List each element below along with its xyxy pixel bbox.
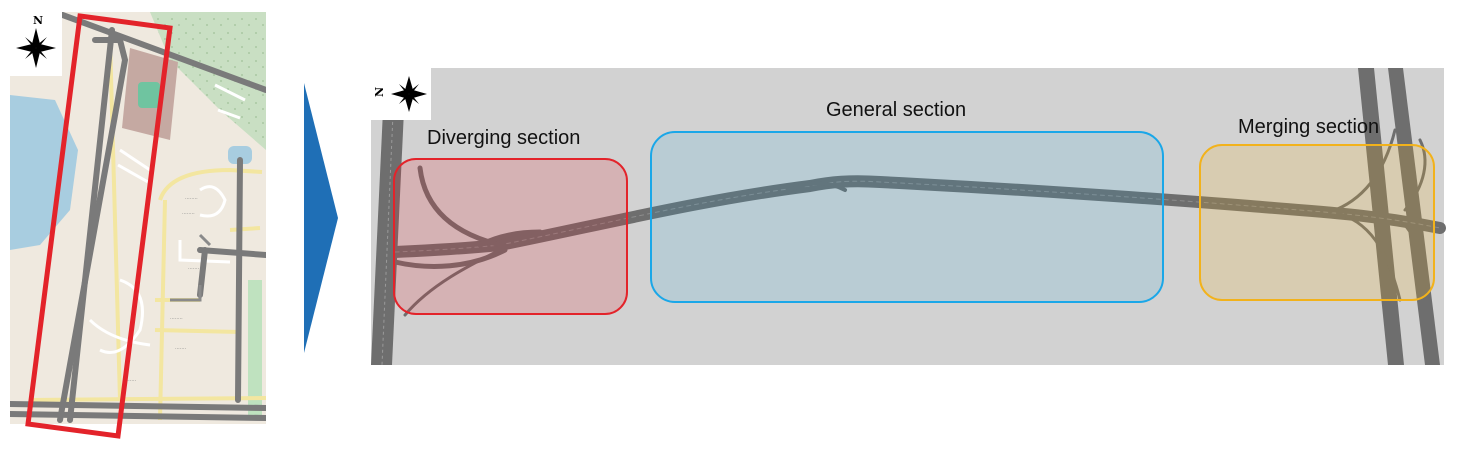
simulation-compass-letter: N	[373, 87, 386, 97]
lake	[10, 95, 78, 250]
svg-text:·······: ·······	[125, 378, 137, 384]
simulation-view: N	[371, 67, 1446, 366]
simulation-compass: N	[371, 68, 431, 120]
svg-text:·······: ·······	[188, 266, 200, 272]
map-compass: N	[10, 12, 62, 76]
diverging-section-label: Diverging section	[427, 127, 581, 149]
freeway	[389, 128, 1446, 317]
merging-section-box	[1199, 144, 1435, 301]
chevron-right-icon	[304, 83, 338, 353]
map-compass-letter: N	[33, 14, 43, 27]
merging-section-label: Merging section	[1238, 116, 1380, 138]
general-section-box	[650, 131, 1164, 303]
general-section-label: General section	[826, 99, 967, 121]
diverging-section-box	[393, 158, 628, 315]
compass-rose-icon	[16, 28, 56, 68]
svg-text:········: ········	[170, 316, 183, 322]
svg-text:·······: ·······	[175, 346, 187, 352]
svg-text:········: ········	[185, 196, 198, 202]
street-map: ········ ········ ······· ········ ·····…	[10, 12, 266, 439]
svg-text:········: ········	[182, 211, 195, 217]
compass-rose-icon	[391, 76, 427, 112]
study-corridor-box	[25, 13, 173, 439]
